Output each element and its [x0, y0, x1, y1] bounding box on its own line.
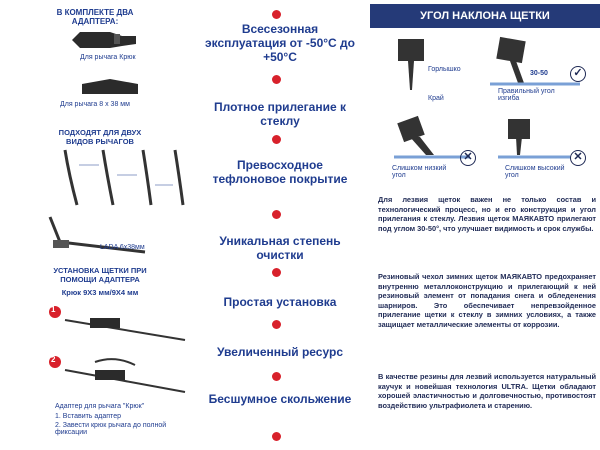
- feature-item: Бесшумное скольжение: [208, 392, 352, 406]
- left-column: В КОМПЛЕКТЕ ДВА АДАПТЕРА: Для рычага Крю…: [0, 0, 200, 450]
- bullet-dot: [272, 75, 281, 84]
- bullet-dot: [272, 320, 281, 329]
- correct-label: Правильный угол изгиба: [498, 88, 555, 102]
- lada-arm-diagram: [48, 216, 146, 254]
- lada-label: LADA 6x38мм: [100, 244, 145, 251]
- bullet-dot: [272, 432, 281, 441]
- high-label: Слишком высокий угол: [505, 165, 565, 179]
- edge-label: Край: [428, 95, 444, 102]
- note-title: Адаптер для рычага "Крюк": [55, 403, 145, 410]
- features-column: Всесезонная эксплуатация от -50°С до +50…: [200, 0, 360, 450]
- angle-range: 30-50: [530, 70, 548, 77]
- blade-profile-diagram: [398, 36, 580, 90]
- fit-title: ПОДХОДЯТ ДЛЯ ДВУХ ВИДОВ РЫЧАГОВ: [58, 128, 142, 146]
- step2-number: 2: [51, 355, 56, 364]
- bullet-dot: [272, 372, 281, 381]
- install-sub: Крюк 9Х3 мм/9Х4 мм: [61, 288, 139, 297]
- install-title: УСТАНОВКА ЩЕТКИ ПРИ ПОМОЩИ АДАПТЕРА: [53, 266, 147, 284]
- adapter1-label: Для рычага Крюк: [80, 54, 136, 61]
- close-icon: ✕: [460, 150, 476, 166]
- kit-title: В КОМПЛЕКТЕ ДВА АДАПТЕРА:: [56, 8, 134, 26]
- paragraph-1: Для лезвия щеток важен не только состав …: [378, 195, 596, 233]
- adapter2-label: Для рычага 8 х 38 мм: [60, 101, 130, 108]
- bullet-dot: [272, 268, 281, 277]
- note2: 2. Завести крюк рычага до полной фиксаци…: [55, 422, 167, 436]
- right-column: УГОЛ НАКЛОНА ЩЕТКИ Горлышко Край 30-50 ✓…: [370, 0, 600, 450]
- install-steps-diagram: [49, 306, 186, 393]
- angle-header: УГОЛ НАКЛОНА ЩЕТКИ: [420, 10, 550, 22]
- feature-item: Простая установка: [223, 295, 337, 309]
- adapter-8x38-image: [82, 79, 138, 94]
- neck-label: Горлышко: [428, 66, 461, 73]
- adapter-hook-image: [72, 32, 136, 48]
- arm-types-diagram: [63, 149, 185, 206]
- angle-header-bar: [370, 4, 600, 28]
- bullet-dot: [272, 10, 281, 19]
- paragraph-3: В качестве резины для лезвий используетс…: [378, 372, 596, 410]
- feature-item: Плотное прилегание к стеклу: [214, 100, 346, 128]
- bullet-dot: [272, 135, 281, 144]
- step1-number: 1: [51, 305, 56, 314]
- bullet-dot: [272, 210, 281, 219]
- feature-item: Увеличенный ресурс: [216, 345, 344, 359]
- close-icon: ✕: [570, 150, 586, 166]
- feature-item: Превосходное тефлоновое покрытие: [212, 158, 348, 186]
- feature-item: Уникальная степень очистки: [219, 234, 341, 262]
- wrong-angles-diagram: [394, 115, 570, 159]
- note1: 1. Вставить адаптер: [55, 413, 121, 420]
- low-label: Слишком низкий угол: [392, 165, 447, 179]
- feature-item: Всесезонная эксплуатация от -50°С до +50…: [204, 22, 356, 64]
- check-icon: ✓: [570, 66, 586, 82]
- paragraph-2: Резиновый чехол зимних щеток МАЯКАВТО пр…: [378, 272, 596, 329]
